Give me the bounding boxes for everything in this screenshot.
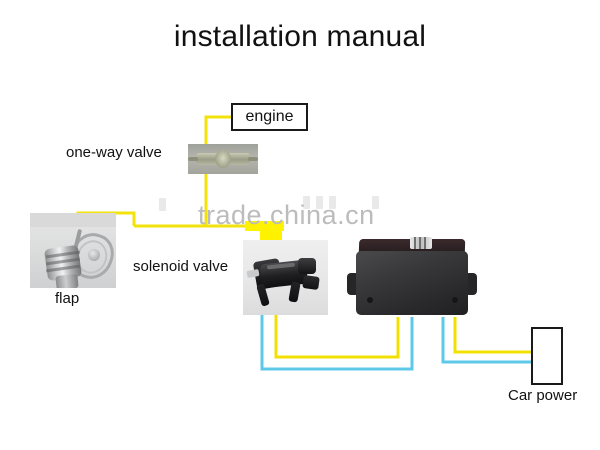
- flap-neck: [55, 273, 79, 288]
- flap-photo-background: [30, 213, 116, 227]
- wire-engine-to-oneway: [204, 115, 231, 144]
- watermark-mark: [372, 196, 379, 209]
- flap-label: flap: [55, 290, 80, 307]
- engine-box: engine: [231, 103, 308, 131]
- one-way-valve-label: one-way valve: [66, 144, 162, 161]
- solenoid-cap: [298, 258, 316, 274]
- solenoid-valve-label: solenoid valve: [133, 258, 229, 275]
- one-way-valve-photo: [188, 144, 258, 174]
- car-power-label: Car power: [508, 387, 578, 404]
- one-way-valve-nipple-left: [188, 157, 198, 161]
- wire-solenoid-to-ecu-vacuum: [274, 315, 400, 359]
- flap-photo: [30, 213, 116, 288]
- ecu-black-box-photo: [347, 237, 477, 317]
- wire-ecu-to-carpower-signal: [441, 317, 531, 364]
- watermark-mark: [303, 196, 310, 209]
- solenoid-valve-photo: [243, 240, 328, 315]
- one-way-valve-nipple-right: [248, 157, 258, 161]
- ecu-connector: [410, 237, 432, 249]
- watermark-mark: [316, 196, 323, 209]
- ecu-screw: [367, 297, 373, 303]
- ecu-front-face: [356, 251, 468, 315]
- watermark-mark: [329, 196, 336, 209]
- ecu-mounting-tab-right: [465, 273, 477, 295]
- watermark-text: trade.china.cn: [198, 200, 375, 230]
- car-power-box: [531, 327, 563, 385]
- solenoid-port-c: [288, 281, 301, 303]
- ecu-screw: [452, 297, 458, 303]
- flap-bolt: [88, 249, 100, 261]
- page-title: installation manual: [173, 20, 427, 53]
- watermark-mark: [159, 198, 166, 211]
- solenoid-bracket: [302, 274, 320, 291]
- wire-solenoid-to-ecu-signal: [260, 315, 414, 371]
- wire-ecu-to-carpower-power: [453, 317, 531, 354]
- one-way-valve-hub: [215, 150, 231, 168]
- engine-label: engine: [245, 108, 294, 125]
